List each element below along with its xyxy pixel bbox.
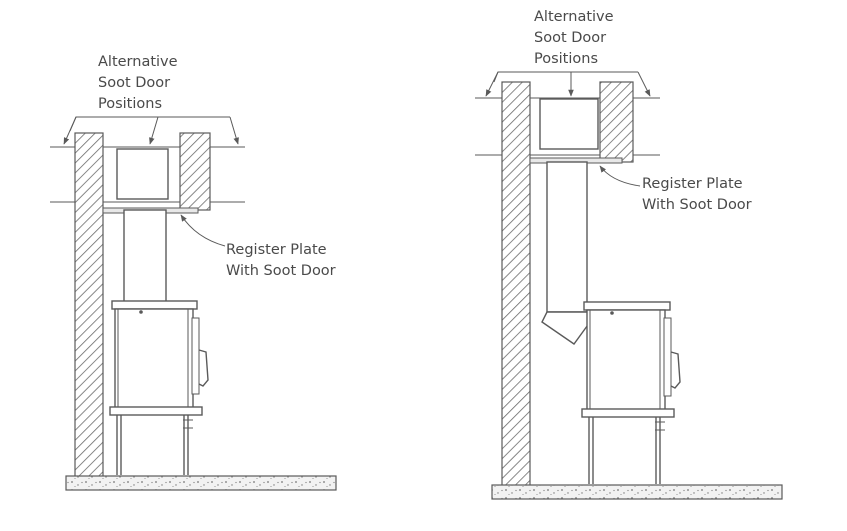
right-soot-door-box <box>539 98 599 150</box>
right-stove-body <box>586 309 666 412</box>
left-chimney-breast <box>179 132 211 211</box>
right-rear-wall <box>501 81 531 487</box>
right-flue-pipe <box>546 161 588 313</box>
left-stove-top <box>111 300 198 310</box>
right-register-leader <box>599 165 641 187</box>
left-register-leader <box>180 214 226 247</box>
left-stove-door <box>191 317 200 395</box>
left-flue-pipe <box>123 209 167 304</box>
right-title-line-2: Soot Door <box>534 30 606 46</box>
left-rear-wall <box>74 132 104 479</box>
right-alternative-positions-bracket <box>493 71 638 83</box>
left-hearth <box>65 475 337 491</box>
right-title-line-1: Alternative <box>534 9 614 25</box>
right-hearth <box>491 484 783 500</box>
right-title-line-3: Positions <box>534 51 598 67</box>
left-register-line-1: Register Plate <box>226 242 327 258</box>
left-stove-body <box>114 308 194 410</box>
right-stove-door <box>663 317 672 397</box>
right-diagram: Alternative Soot Door Positions Register… <box>475 9 783 500</box>
right-register-line-1: Register Plate <box>642 176 743 192</box>
left-title-line-3: Positions <box>98 96 162 112</box>
right-flue-adaptor <box>541 311 591 345</box>
left-register-line-2: With Soot Door <box>226 263 336 279</box>
left-diagram: Alternative Soot Door Positions Register… <box>50 54 337 491</box>
left-title-line-2: Soot Door <box>98 75 170 91</box>
left-alternative-positions-bracket <box>69 116 230 132</box>
left-title-line-1: Alternative <box>98 54 178 70</box>
left-soot-door-box <box>116 148 169 200</box>
right-chimney-breast <box>599 81 634 163</box>
right-register-line-2: With Soot Door <box>642 197 752 213</box>
right-stove-top <box>583 301 671 311</box>
